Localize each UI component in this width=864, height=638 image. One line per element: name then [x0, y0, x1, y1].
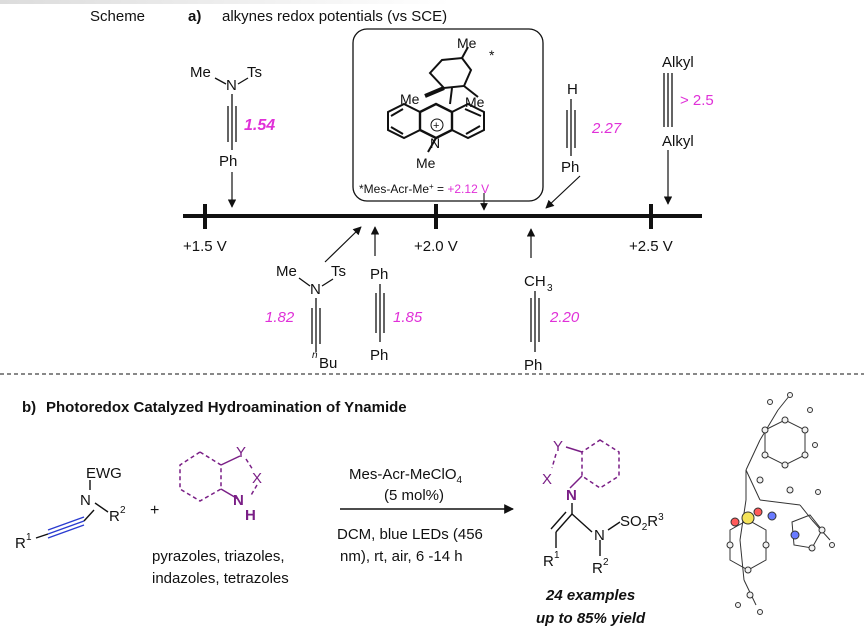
section-a-label: a) — [188, 8, 201, 25]
acr-n: N — [430, 135, 440, 151]
svg-text:R: R — [592, 560, 603, 577]
svg-text:Bu: Bu — [319, 355, 337, 372]
compound-alkyl: Alkyl Alkyl > 2.5 — [662, 54, 714, 205]
azole-h: H — [245, 507, 256, 524]
section-a-title: alkynes redox potentials (vs SCE) — [222, 8, 447, 25]
crystal-structure-image — [726, 392, 835, 615]
value-1-82: 1.82 — [265, 309, 295, 326]
compound-2-20: CH 3 Ph 2.20 — [524, 228, 580, 374]
acr-charge-circle — [430, 118, 444, 132]
svg-text:R: R — [109, 508, 120, 525]
value-1-85: 1.85 — [393, 309, 423, 326]
svg-text:Ph: Ph — [561, 159, 579, 176]
svg-text:Alkyl: Alkyl — [662, 54, 694, 71]
compound-1-54: Me N Ts Ph 1.54 — [190, 64, 275, 208]
condition-catalyst: Mes-Acr-MeClO4 — [349, 466, 463, 486]
tick-2-5: +2.5 V — [629, 238, 673, 255]
svg-text:2: 2 — [603, 557, 609, 568]
svg-text:Me: Me — [190, 64, 211, 81]
svg-text:CH: CH — [524, 273, 546, 290]
catalyst-potential: +2.12 V — [447, 182, 489, 196]
svg-text:R: R — [15, 535, 26, 552]
examples-count: 24 examples — [545, 587, 635, 604]
section-b-title: Photoredox Catalyzed Hydroamination of Y… — [46, 399, 407, 416]
value-2-20: 2.20 — [549, 309, 580, 326]
svg-text:R: R — [543, 553, 554, 570]
svg-text:Ph: Ph — [524, 357, 542, 374]
excited-star: * — [489, 47, 495, 63]
svg-text:EWG: EWG — [86, 465, 122, 482]
acr-plus: + — [433, 120, 439, 132]
mes-me-top: Me — [457, 35, 477, 51]
svg-text:Ph: Ph — [219, 153, 237, 170]
potential-axis: +1.5 V +2.0 V +2.5 V — [183, 204, 702, 255]
svg-text:Y: Y — [553, 438, 563, 455]
svg-text:Me: Me — [276, 263, 297, 280]
yield-range: up to 85% yield — [536, 610, 646, 627]
value-gt-2-5: > 2.5 — [680, 92, 714, 109]
tick-1-5: +1.5 V — [183, 238, 227, 255]
condition-loading: (5 mol%) — [384, 487, 444, 504]
svg-text:H: H — [567, 81, 578, 98]
svg-text:N: N — [310, 281, 321, 298]
value-2-27: 2.27 — [591, 120, 622, 137]
svg-text:1: 1 — [554, 550, 560, 561]
mes-me-right: Me — [465, 94, 485, 110]
svg-text:N: N — [80, 492, 91, 509]
azole-y: Y — [236, 444, 246, 461]
section-b-label: b) — [22, 399, 36, 416]
azole-n: N — [233, 492, 244, 509]
svg-text:X: X — [542, 471, 552, 488]
svg-text:Ts: Ts — [247, 64, 262, 81]
mes-me-left: Me — [400, 91, 420, 107]
svg-text:SO2R3: SO2R3 — [620, 512, 664, 533]
svg-text:Ph: Ph — [370, 266, 388, 283]
svg-text:2: 2 — [120, 505, 126, 516]
mes-acr-structure — [387, 46, 485, 153]
svg-text:3: 3 — [547, 283, 553, 294]
azole-names-1: pyrazoles, triazoles, — [152, 548, 285, 565]
catalyst-caption: *Mes-Acr-Me+ = +2.12 V — [359, 182, 489, 197]
condition-time: nm), rt, air, 6 -14 h — [340, 548, 463, 565]
plus-sign: + — [150, 502, 159, 519]
product-structure: Y X N N SO2R3 R 1 R 2 — [542, 438, 664, 577]
compound-1-82: Me N Ts n Bu 1.82 — [265, 226, 362, 372]
azole-x: X — [252, 470, 262, 487]
svg-text:N: N — [226, 77, 237, 94]
ynamide-reactant: R 1 N EWG R 2 — [15, 465, 126, 552]
tick-2-0: +2.0 V — [414, 238, 458, 255]
scheme-word: Scheme — [90, 8, 145, 25]
svg-text:1: 1 — [26, 532, 32, 543]
compound-2-27: H Ph 2.27 — [545, 81, 622, 209]
svg-text:Ph: Ph — [370, 347, 388, 364]
azole-names-2: indazoles, tetrazoles — [152, 570, 289, 587]
value-1-54: 1.54 — [244, 117, 275, 134]
top-edge-shade — [0, 0, 450, 4]
svg-text:N: N — [566, 487, 577, 504]
compound-1-85: Ph Ph 1.85 — [370, 226, 423, 364]
svg-text:n: n — [312, 350, 318, 361]
svg-text:Alkyl: Alkyl — [662, 133, 694, 150]
catalyst-box — [352, 28, 544, 202]
acr-n-me: Me — [416, 155, 436, 171]
azole-reactant — [179, 451, 258, 502]
condition-solvent: DCM, blue LEDs (456 — [337, 526, 483, 543]
svg-text:N: N — [594, 527, 605, 544]
svg-text:Ts: Ts — [331, 263, 346, 280]
